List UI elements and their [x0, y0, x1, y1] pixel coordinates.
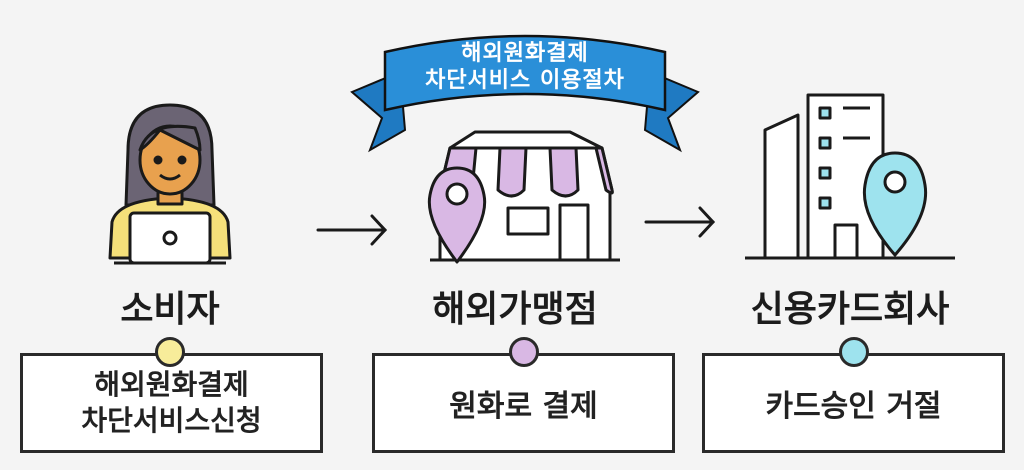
step-label-card-company: 신용카드회사: [750, 289, 950, 330]
ribbon-banner-icon: [350, 34, 700, 153]
step-box-consumer: 해외원화결제 차단서비스신청: [20, 353, 323, 453]
step-box-line: 카드승인 거절: [765, 389, 942, 424]
banner-line-1: 해외원화결제: [461, 41, 589, 66]
step-label-consumer: 소비자: [120, 289, 220, 330]
step-box-merchant: 원화로 결제: [372, 353, 675, 453]
person-laptop-icon: [108, 103, 232, 265]
status-dot-card-company: [839, 337, 869, 367]
step-box-line: 해외원화결제: [94, 368, 249, 401]
arrow-right-icon: [316, 214, 388, 246]
banner-title: 해외원화결제 차단서비스 이용절차: [395, 40, 655, 94]
step-box-line: 원화로 결제: [449, 389, 598, 424]
arrow-right-icon: [644, 206, 716, 238]
status-dot-consumer: [155, 337, 185, 367]
status-dot-merchant: [509, 337, 539, 367]
building-pin-icon: [745, 93, 955, 260]
step-label-merchant: 해외가맹점: [432, 289, 598, 330]
banner-line-2: 차단서비스 이용절차: [425, 68, 625, 93]
step-box-card-company: 카드승인 거절: [702, 353, 1005, 453]
step-box-line: 차단서비스신청: [81, 404, 262, 437]
store-pin-icon: [427, 130, 620, 264]
